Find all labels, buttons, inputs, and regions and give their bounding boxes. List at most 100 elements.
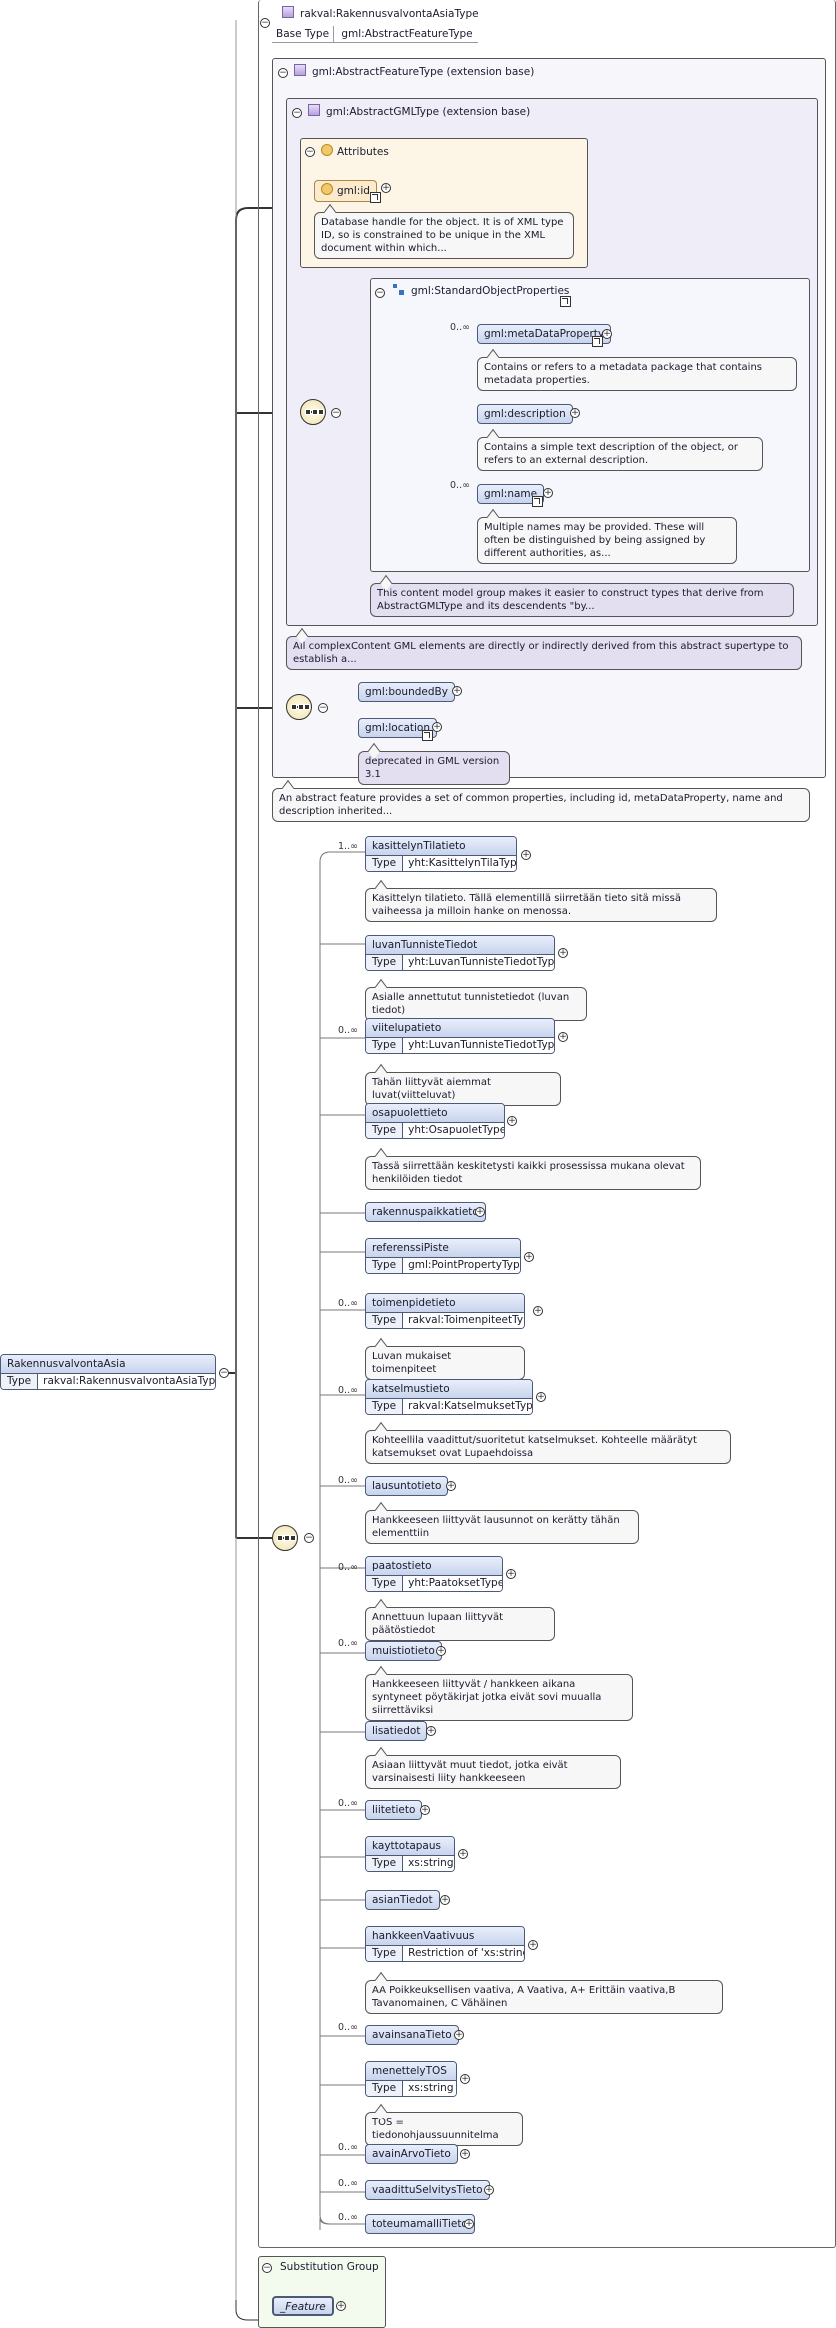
collapse-toggle-icon[interactable]: − [375, 288, 385, 298]
expand-icon[interactable]: + [506, 1569, 516, 1579]
expand-icon[interactable]: + [446, 1481, 456, 1491]
element-gml-location[interactable]: gml:location [358, 718, 438, 738]
expand-icon[interactable]: + [440, 1895, 450, 1905]
expand-icon[interactable]: + [507, 1116, 517, 1126]
element-avainarvotieto[interactable]: avainArvoTieto [365, 2144, 458, 2164]
kasittelyntilatieto-note: Käsittelyn tilatieto. Tällä elementillä … [365, 888, 717, 922]
expand-icon[interactable]: + [458, 1849, 468, 1859]
collapse-toggle-icon[interactable]: − [305, 147, 315, 157]
expand-icon[interactable]: + [432, 722, 442, 732]
expand-icon[interactable]: + [336, 2301, 346, 2311]
cardinality-label: 0..∞ [338, 1298, 358, 1309]
hankkeenvaativuus-note: AA Poikkeuksellisen vaativa, A Vaativa, … [365, 1980, 723, 2014]
cardinality-label: 0..∞ [338, 1475, 358, 1486]
complex-type-icon [282, 6, 294, 18]
abstract-feature-note: An abstract feature provides a set of co… [272, 788, 810, 822]
expand-icon[interactable]: + [558, 948, 568, 958]
viitelupatieto-note: Tähän liittyvät aiemmat luvat(viitteluva… [365, 1072, 561, 1106]
element-asiantiedot[interactable]: asianTiedot [365, 1890, 440, 1910]
collapse-toggle-icon[interactable]: − [262, 2263, 272, 2273]
expand-icon[interactable]: + [521, 850, 531, 860]
expand-icon[interactable]: + [464, 2219, 474, 2229]
expand-icon[interactable]: + [543, 488, 553, 498]
standard-object-properties-title: gml:StandardObjectProperties [393, 284, 569, 298]
element-avainsanatieto[interactable]: avainsanaTieto [365, 2025, 459, 2045]
link-arrow-icon[interactable] [558, 296, 571, 309]
sequence-icon[interactable] [272, 1525, 298, 1551]
expand-icon[interactable]: + [381, 183, 391, 193]
element-muistiotieto[interactable]: muistiotieto [365, 1641, 442, 1661]
sequence-icon[interactable] [286, 694, 312, 720]
expand-icon[interactable]: + [460, 2074, 470, 2084]
expand-icon[interactable]: + [460, 2149, 470, 2159]
expand-icon[interactable]: + [436, 1646, 446, 1656]
expand-icon[interactable]: + [570, 408, 580, 418]
feature-extension-title: gml:AbstractFeatureType (extension base) [294, 64, 534, 79]
element-rakennuspaikkatieto[interactable]: rakennuspaikkatieto [365, 1202, 486, 1222]
element-liitetieto[interactable]: liitetieto [365, 1800, 423, 1820]
expand-icon[interactable]: + [454, 2030, 464, 2040]
collapse-toggle-icon[interactable]: − [260, 18, 270, 28]
cardinality-label: 1..∞ [338, 841, 358, 852]
collapse-toggle-icon[interactable]: − [278, 68, 288, 78]
menettelytos-note: TOS = tiedonohjaussuunnitelma [365, 2112, 523, 2146]
description-note: Contains a simple text description of th… [477, 437, 763, 471]
expand-icon[interactable]: + [528, 1940, 538, 1950]
expand-icon[interactable]: + [533, 1306, 543, 1316]
collapse-toggle-icon[interactable]: − [318, 703, 328, 713]
link-arrow-icon[interactable] [420, 730, 433, 743]
collapse-toggle-icon[interactable]: − [292, 108, 302, 118]
attribute-gml-id[interactable]: gml:id [314, 180, 377, 202]
element-lausuntotieto[interactable]: lausuntotieto [365, 1476, 449, 1496]
expand-icon[interactable]: + [426, 1726, 436, 1736]
link-arrow-icon[interactable] [590, 336, 603, 349]
lausuntotieto-note: Hankkeeseen liittyvät lausunnot on kerät… [365, 1510, 639, 1544]
expand-icon[interactable]: + [452, 686, 462, 696]
element-gml-metadataproperty[interactable]: gml:metaDataProperty [477, 324, 612, 344]
element-gml-boundedby[interactable]: gml:boundedBy [358, 682, 455, 702]
element-feature[interactable]: _Feature [272, 2296, 334, 2316]
expand-icon[interactable]: + [484, 2185, 494, 2195]
element-lisatiedot[interactable]: lisatiedot [365, 1721, 428, 1741]
collapse-toggle-icon[interactable]: − [304, 1533, 314, 1543]
collapse-toggle-icon[interactable]: − [331, 408, 341, 418]
element-gml-description[interactable]: gml:description [477, 404, 573, 424]
collapse-toggle-icon[interactable]: − [219, 1368, 229, 1378]
element-gml-name[interactable]: gml:name [477, 484, 545, 504]
complex-type-title: rakval:RakennusvalvontaAsiaType [282, 6, 479, 21]
expand-icon[interactable]: + [524, 1252, 534, 1262]
expand-icon[interactable]: + [475, 1207, 485, 1217]
expand-icon[interactable]: + [558, 1032, 568, 1042]
name-note: Multiple names may be provided. These wi… [477, 517, 737, 564]
cardinality-label: 0..∞ [338, 2212, 358, 2223]
cardinality-label: 0..∞ [338, 2142, 358, 2153]
expand-icon[interactable]: + [602, 329, 612, 339]
sequence-icon[interactable] [300, 399, 326, 425]
cardinality-label: 0..∞ [338, 2178, 358, 2189]
cardinality-label: 0..∞ [338, 1025, 358, 1036]
expand-icon[interactable]: + [420, 1805, 430, 1815]
luvantunnistetiedot-note: Asialle annettutut tunnistetiedot (luvan… [365, 987, 587, 1021]
cardinality-label: 0..∞ [338, 1798, 358, 1809]
extension-icon [294, 64, 306, 76]
element-vaadittuselvitystieto[interactable]: vaadittuSelvitysTieto [365, 2180, 490, 2200]
element-toteumamallitieto[interactable]: toteumamalliTieto [365, 2214, 475, 2234]
attributes-title: Attributes [321, 144, 389, 159]
link-arrow-icon[interactable] [530, 496, 543, 509]
expand-icon[interactable]: + [536, 1392, 546, 1402]
cardinality-label: 0..∞ [450, 322, 470, 333]
link-arrow-icon[interactable] [368, 192, 381, 205]
toimenpidetieto-note: Luvan mukaiset toimenpiteet [365, 1346, 525, 1380]
